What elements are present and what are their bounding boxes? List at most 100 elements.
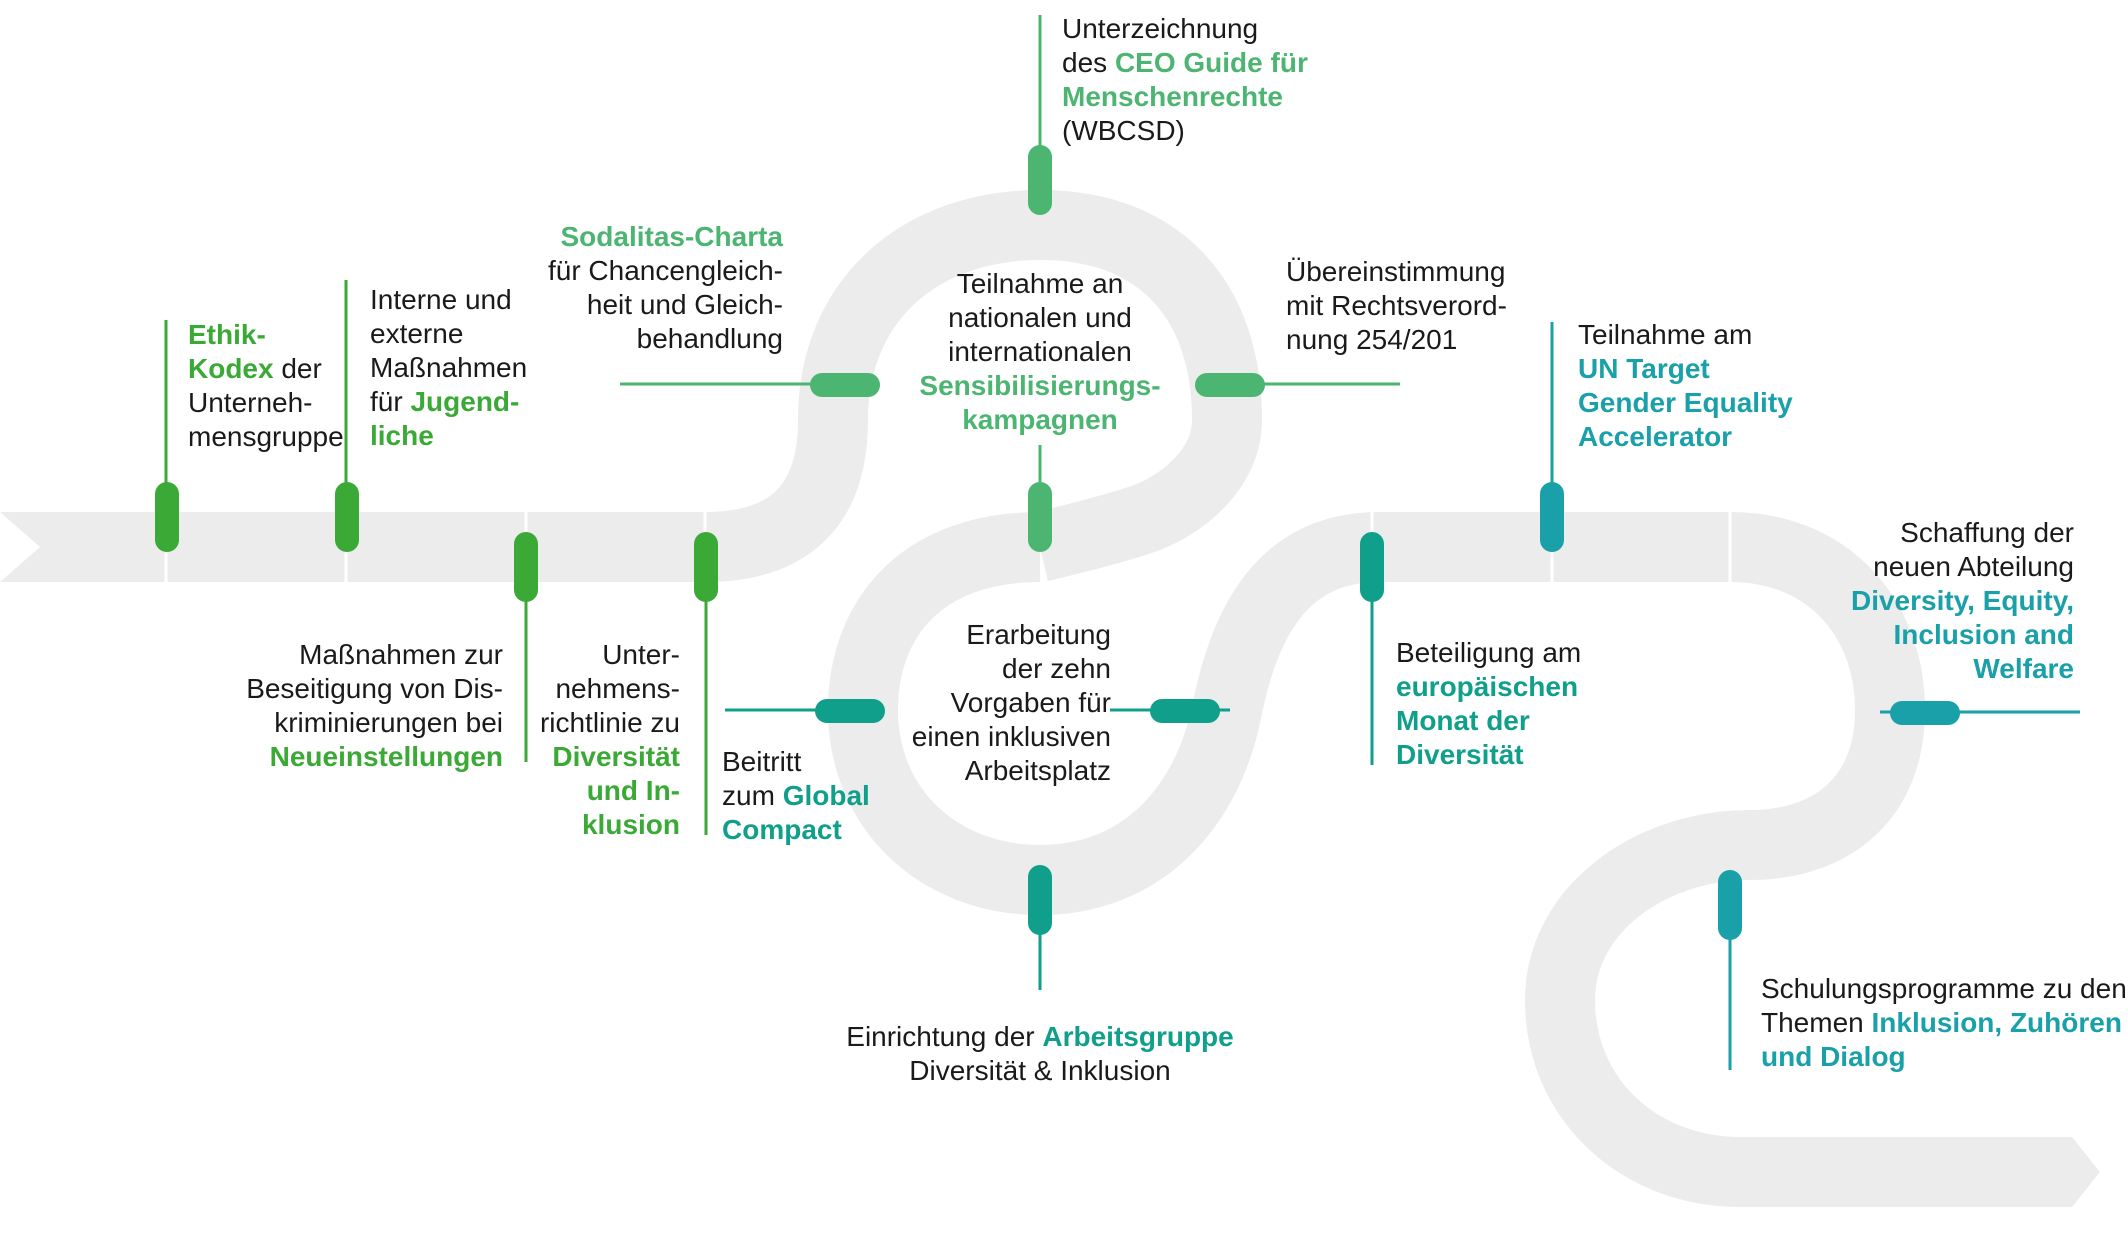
label-text: zum — [722, 780, 783, 811]
label-line: Inclusion and — [1851, 618, 2074, 652]
label-text: Unter- — [602, 639, 680, 670]
label-text: Unterzeichnung — [1062, 13, 1259, 44]
label-text: Übereinstimmung — [1286, 256, 1506, 287]
road-end-arrow — [2020, 1137, 2100, 1207]
label-line: Diversität — [540, 740, 680, 774]
label-text: Einrichtung der — [846, 1021, 1043, 1052]
pill-ceo — [1028, 145, 1052, 215]
highlight-text: UN Target — [1578, 353, 1710, 384]
label-line: heit und Gleich- — [548, 288, 783, 322]
pill-abteilung — [1890, 701, 1960, 725]
label-line: Übereinstimmung — [1286, 255, 1507, 289]
label-line: Beteiligung am — [1396, 636, 1581, 670]
highlight-text: Inklusion, Zuhören — [1871, 1007, 2122, 1038]
label-line: nung 254/201 — [1286, 323, 1507, 357]
label-line: Maßnahmen zur — [246, 638, 503, 672]
highlight-text: europäischen — [1396, 671, 1579, 702]
label-text: heit und Gleich- — [586, 289, 783, 320]
highlight-text: Global — [782, 780, 870, 811]
pill-ethik — [155, 482, 179, 552]
label-line: externe — [370, 317, 527, 351]
label-line: nehmens- — [540, 672, 680, 706]
label-text: Beteiligung am — [1396, 637, 1582, 668]
label-line: Teilnahme an — [890, 267, 1190, 301]
highlight-text: Diversität — [552, 741, 680, 772]
highlight-text: und Dialog — [1761, 1041, 1906, 1072]
highlight-text: kampagnen — [962, 404, 1118, 435]
label-line: Diversity, Equity, — [1851, 584, 2074, 618]
label-line: Unter- — [540, 638, 680, 672]
label-text: Maßnahmen zur — [299, 639, 503, 670]
label-line: Diversität — [1396, 738, 1581, 772]
highlight-text: Ethik- — [188, 319, 266, 350]
label-text: Schulungsprogramme zu den — [1761, 973, 2127, 1004]
highlight-text: Gender Equality — [1578, 387, 1793, 418]
label-text: Erarbeitung — [966, 619, 1111, 650]
label-line: kampagnen — [890, 403, 1190, 437]
label-text: Unterneh- — [188, 387, 313, 418]
label-line: Vorgaben für — [912, 686, 1111, 720]
highlight-text: Inclusion and — [1893, 619, 2074, 650]
label-text: Themen — [1761, 1007, 1872, 1038]
label-line: klusion — [540, 808, 680, 842]
label-line: Neueinstellungen — [246, 740, 503, 774]
label-text: Teilnahme am — [1578, 319, 1753, 350]
label-text: der — [273, 353, 322, 384]
highlight-text: Sodalitas-Charta — [560, 221, 784, 252]
label-line: Gender Equality — [1578, 386, 1793, 420]
label-text: Teilnahme an — [956, 268, 1124, 299]
label-line: einen inklusiven — [912, 720, 1111, 754]
label-line: UN Target — [1578, 352, 1793, 386]
highlight-text: CEO Guide für — [1114, 47, 1308, 78]
label-line: der zehn — [912, 652, 1111, 686]
label-line: Beitritt — [722, 745, 870, 779]
highlight-text: Sensibilisierungs- — [919, 370, 1161, 401]
label-line: Einrichtung der Arbeitsgruppe — [800, 1020, 1280, 1054]
label-line: Kodex der — [188, 352, 344, 386]
label-text: behandlung — [636, 323, 783, 354]
label-line: zum Global — [722, 779, 870, 813]
highlight-text: Compact — [722, 814, 842, 845]
label-line: Themen Inklusion, Zuhören — [1761, 1006, 2127, 1040]
highlight-text: klusion — [581, 809, 680, 840]
label-line: Sodalitas-Charta — [548, 220, 784, 254]
label-text: nung 254/201 — [1286, 324, 1458, 355]
label-line: und In- — [540, 774, 680, 808]
label-line: Beseitigung von Dis- — [246, 672, 503, 706]
pill-jugend — [335, 482, 359, 552]
highlight-text: Kodex — [188, 353, 274, 384]
label-text: Beseitigung von Dis- — [246, 673, 503, 704]
pill-monat — [1360, 532, 1384, 602]
pill-arbeitsgruppe — [1028, 865, 1052, 935]
label-line: Schulungsprogramme zu den — [1761, 972, 2127, 1006]
label-text: neuen Abteilung — [1873, 551, 2074, 582]
label-line: Diversität & Inklusion — [800, 1054, 1280, 1088]
highlight-text: Menschenrechte — [1062, 81, 1283, 112]
label-line: für Jugend- — [370, 385, 527, 419]
label-line: Compact — [722, 813, 870, 847]
label-line: liche — [370, 419, 527, 453]
label-line: Unterneh- — [188, 386, 344, 420]
pill-richtlinie — [694, 532, 718, 602]
label-text: mensgruppe — [188, 421, 344, 452]
label-text: Diversität & Inklusion — [909, 1055, 1171, 1086]
highlight-text: Neueinstellungen — [269, 741, 503, 772]
label-line: Schaffung der — [1851, 516, 2074, 550]
highlight-text: Accelerator — [1578, 421, 1733, 452]
label-line: des CEO Guide für — [1062, 46, 1308, 80]
highlight-text: Monat der — [1396, 705, 1530, 736]
label-line: neuen Abteilung — [1851, 550, 2074, 584]
label-text: Schaffung der — [1900, 517, 2074, 548]
label-text: externe — [370, 318, 464, 349]
label-text: richtlinie zu — [539, 707, 680, 738]
label-line: nationalen und — [890, 301, 1190, 335]
